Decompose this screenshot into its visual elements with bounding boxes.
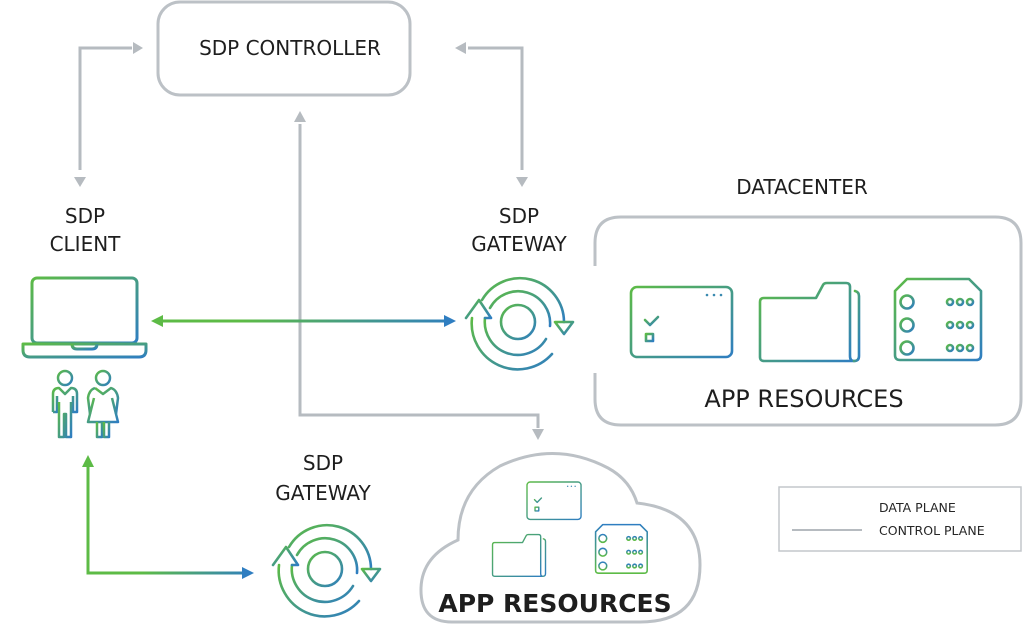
controller-cloud-connector xyxy=(294,111,544,440)
arrowhead-to-gateway xyxy=(242,567,254,579)
arrowhead-to-client xyxy=(74,177,86,187)
gateway-label-line2: GATEWAY xyxy=(471,232,567,256)
legend-label-control-plane: CONTROL PLANE xyxy=(879,523,985,538)
woman-icon xyxy=(86,369,120,439)
arrowhead-to-controller xyxy=(455,42,466,54)
sync-core xyxy=(306,550,344,588)
client-gateway-data-connector xyxy=(151,315,456,327)
sync-outer-arc xyxy=(480,276,566,324)
controller-box[interactable]: SDP CONTROLLER xyxy=(156,0,412,97)
gateway-label-line1: SDP xyxy=(303,451,343,475)
sdp-gateway-datacenter[interactable]: SDP GATEWAY xyxy=(464,204,575,371)
arrowhead-to-controller xyxy=(294,111,306,122)
sync-middle-arc xyxy=(488,290,552,328)
browser-app-icon xyxy=(629,285,734,359)
client-label-line2: CLIENT xyxy=(50,232,122,256)
sync-down-arrowhead xyxy=(553,320,575,336)
arrowhead-to-gateway xyxy=(516,177,528,187)
sync-outer-arc xyxy=(287,523,373,571)
arrowhead-to-client xyxy=(82,455,94,467)
sync-up-arrowhead xyxy=(464,298,493,320)
legend-label-data-plane: DATA PLANE xyxy=(879,500,956,515)
sync-down-arrowhead xyxy=(360,567,382,583)
sync-outer-lower-arc xyxy=(277,563,361,618)
legend: DATA PLANE CONTROL PLANE xyxy=(778,486,1022,552)
datacenter-outline xyxy=(593,215,1023,427)
laptop-icon xyxy=(21,276,148,359)
sync-arrows-icon xyxy=(464,276,575,371)
sync-inner-lower-arc xyxy=(290,563,355,604)
client-cloud-gateway-data-line xyxy=(86,466,242,575)
client-controller-line xyxy=(78,46,132,170)
folder-icon xyxy=(758,281,861,363)
client-label-line1: SDP xyxy=(65,204,105,228)
sync-outer-lower-arc xyxy=(470,316,554,371)
datacenter-title: DATACENTER xyxy=(736,175,868,199)
folder-icon xyxy=(491,533,547,577)
arrowhead-to-gateway xyxy=(444,315,456,327)
sync-up-arrowhead xyxy=(271,545,300,567)
arrowhead-to-client xyxy=(151,315,163,327)
controller-outline xyxy=(156,0,412,97)
server-rack-icon xyxy=(594,523,648,574)
legend-box xyxy=(778,486,1022,552)
client-controller-connector xyxy=(74,42,143,187)
sdp-client[interactable]: SDP CLIENT xyxy=(21,204,148,439)
client-cloud-gateway-data-connector xyxy=(82,455,254,579)
sync-middle-arc xyxy=(295,537,359,575)
datacenter-resources-label: APP RESOURCES xyxy=(704,385,903,413)
sync-arrows-icon xyxy=(271,523,382,618)
gateway-controller-connector xyxy=(455,42,528,187)
sync-inner-lower-arc xyxy=(483,316,548,357)
browser-app-icon xyxy=(526,481,582,521)
sdp-gateway-cloud[interactable]: SDP GATEWAY xyxy=(271,451,382,618)
arrowhead-to-controller xyxy=(133,42,143,54)
gateway-controller-line xyxy=(468,46,524,170)
man-icon xyxy=(51,369,79,439)
sync-core xyxy=(499,303,537,341)
arrowhead-to-cloud xyxy=(532,429,544,440)
gateway-label-line2: GATEWAY xyxy=(275,481,371,505)
cloud-resources-label: APP RESOURCES xyxy=(438,589,671,618)
controller-label: SDP CONTROLLER xyxy=(199,36,381,60)
datacenter[interactable]: DATACENTER APP RESOURCES xyxy=(593,175,1023,427)
gateway-label-line1: SDP xyxy=(499,204,539,228)
controller-cloud-line xyxy=(298,124,540,428)
server-rack-icon xyxy=(893,277,983,362)
cloud-outline xyxy=(419,452,702,624)
cloud[interactable]: APP RESOURCES xyxy=(419,452,702,624)
